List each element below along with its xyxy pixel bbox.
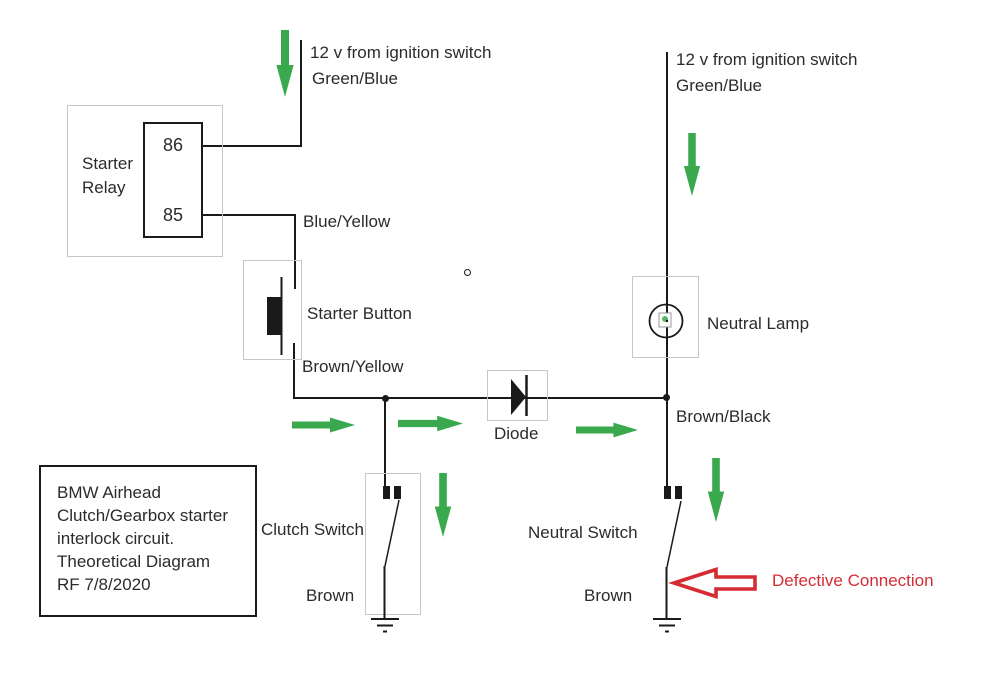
neutral-switch-icon — [664, 486, 682, 618]
title-line-5: RF 7/8/2020 — [57, 575, 151, 594]
title-box-text: BMW Airhead Clutch/Gearbox starter inter… — [57, 481, 228, 596]
defective-connection-label: Defective Connection — [772, 571, 934, 590]
green-right-arrow-icon — [292, 417, 355, 433]
green-down-arrow-icon — [707, 458, 725, 523]
small-circle-mark — [464, 269, 471, 276]
starter-relay-label-line2: Relay — [82, 178, 126, 197]
title-line-4: Theoretical Diagram — [57, 552, 211, 571]
wire-starter-button-upper — [294, 214, 296, 289]
starter-relay-box — [67, 105, 223, 257]
starter-button-icon — [267, 277, 283, 355]
neutral-lamp-label: Neutral Lamp — [707, 314, 810, 333]
brown-yellow-label: Brown/Yellow — [302, 357, 404, 376]
ground-icon — [371, 618, 399, 633]
ground-icon — [653, 618, 681, 633]
brown-left-label: Brown — [306, 586, 355, 605]
right-supply-wire-color: Green/Blue — [676, 76, 762, 95]
title-line-2: Clutch/Gearbox starter — [57, 506, 229, 525]
wire-pin85 — [202, 214, 296, 216]
starter-button-label: Starter Button — [307, 304, 412, 323]
neutral-lamp-box — [632, 276, 699, 358]
wire-starter-button-lower — [293, 343, 295, 399]
junction-dot-neutral — [663, 394, 670, 401]
brown-black-label: Brown/Black — [676, 407, 771, 426]
starter-button-box — [243, 260, 302, 360]
diode-box — [487, 370, 548, 421]
title-line-1: BMW Airhead — [57, 483, 161, 502]
green-down-arrow-icon — [683, 133, 701, 197]
diode-label: Diode — [494, 424, 539, 443]
wire-clutch-drop — [384, 398, 386, 486]
relay-inner-box — [143, 122, 203, 238]
wire-left-supply-vertical — [300, 40, 302, 147]
starter-relay-label-line1: Starter — [82, 154, 134, 173]
green-right-arrow-icon — [576, 422, 639, 438]
red-left-arrow-icon — [668, 567, 757, 599]
left-supply-wire-color: Green/Blue — [312, 69, 398, 88]
green-down-arrow-icon — [434, 473, 452, 538]
green-right-arrow-icon — [398, 415, 463, 432]
right-supply-label: 12 v from ignition switch — [676, 50, 858, 69]
blue-yellow-label: Blue/Yellow — [303, 212, 391, 231]
junction-dot-clutch — [382, 395, 389, 402]
clutch-switch-label: Clutch Switch — [261, 520, 364, 539]
diode-icon — [511, 375, 528, 416]
lamp-icon — [648, 303, 684, 339]
clutch-switch-box — [365, 473, 421, 615]
wire-main-bus — [293, 397, 668, 399]
relay-pin-86-label: 86 — [163, 135, 184, 155]
relay-pin-85-label: 85 — [163, 205, 184, 225]
green-down-arrow-icon — [276, 30, 294, 97]
title-line-3: interlock circuit. — [57, 529, 175, 548]
clutch-switch-icon — [383, 486, 401, 618]
wire-pin86 — [202, 145, 302, 147]
wire-right-supply-vertical — [666, 52, 668, 486]
brown-right-label: Brown — [584, 586, 633, 605]
neutral-switch-label: Neutral Switch — [528, 523, 638, 542]
left-supply-label: 12 v from ignition switch — [310, 43, 492, 62]
title-box — [39, 465, 257, 617]
starter-relay-label: Starter Relay — [82, 152, 133, 200]
